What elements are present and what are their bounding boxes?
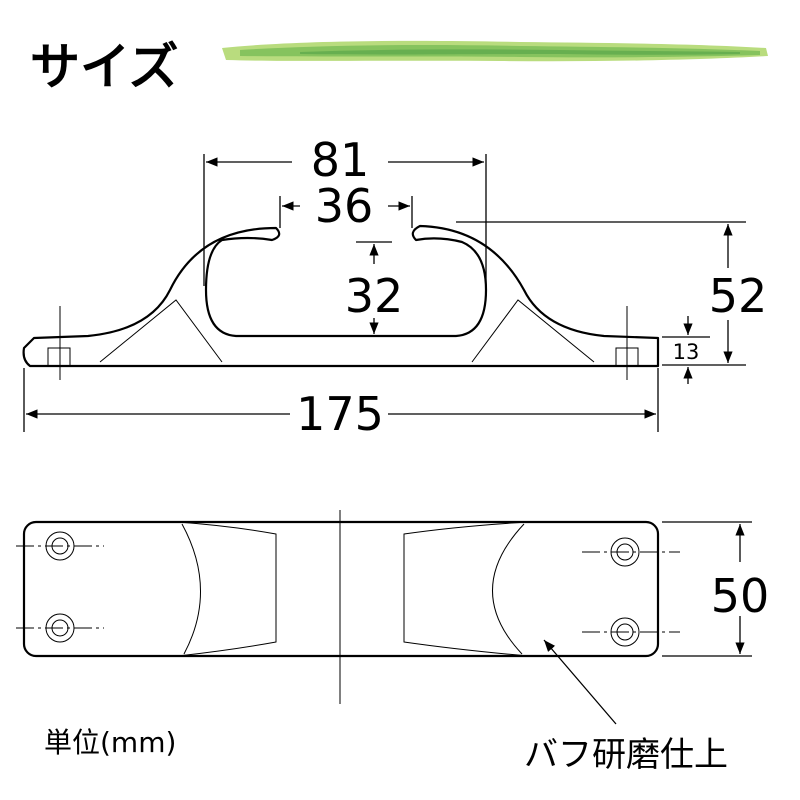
dim-label-13: 13 bbox=[673, 340, 700, 364]
cleat-top-outline bbox=[22, 520, 660, 658]
top-view: 50 bbox=[16, 510, 770, 725]
cleat-top-horn-right bbox=[403, 521, 529, 657]
cleat-side-rib-right bbox=[471, 299, 595, 363]
cleat-top-horn-left bbox=[177, 521, 277, 657]
dim-label-81: 81 bbox=[311, 133, 370, 187]
dim-label-50: 50 bbox=[711, 569, 770, 623]
page-title: サイズ bbox=[30, 38, 179, 96]
brush-stroke-decoration bbox=[222, 40, 768, 62]
cleat-side-outline bbox=[22, 224, 660, 368]
unit-label: 単位(mm) bbox=[44, 726, 176, 759]
dim-label-32: 32 bbox=[345, 269, 404, 323]
dim-label-175: 175 bbox=[296, 387, 384, 441]
dim-label-36: 36 bbox=[315, 179, 374, 233]
dim-label-52: 52 bbox=[709, 269, 768, 323]
screw-hole-left bbox=[47, 347, 71, 367]
cleat-side-rib-left bbox=[99, 299, 223, 363]
finish-leader-line bbox=[543, 639, 617, 725]
side-view: 81 36 32 52 13 175 bbox=[22, 133, 768, 441]
cleat-top-horn-left-curve bbox=[181, 523, 201, 655]
finish-label: バフ研磨仕上 bbox=[524, 735, 728, 775]
cleat-top-horn-right-curve bbox=[492, 523, 525, 655]
brush-stroke-dark bbox=[300, 49, 740, 55]
